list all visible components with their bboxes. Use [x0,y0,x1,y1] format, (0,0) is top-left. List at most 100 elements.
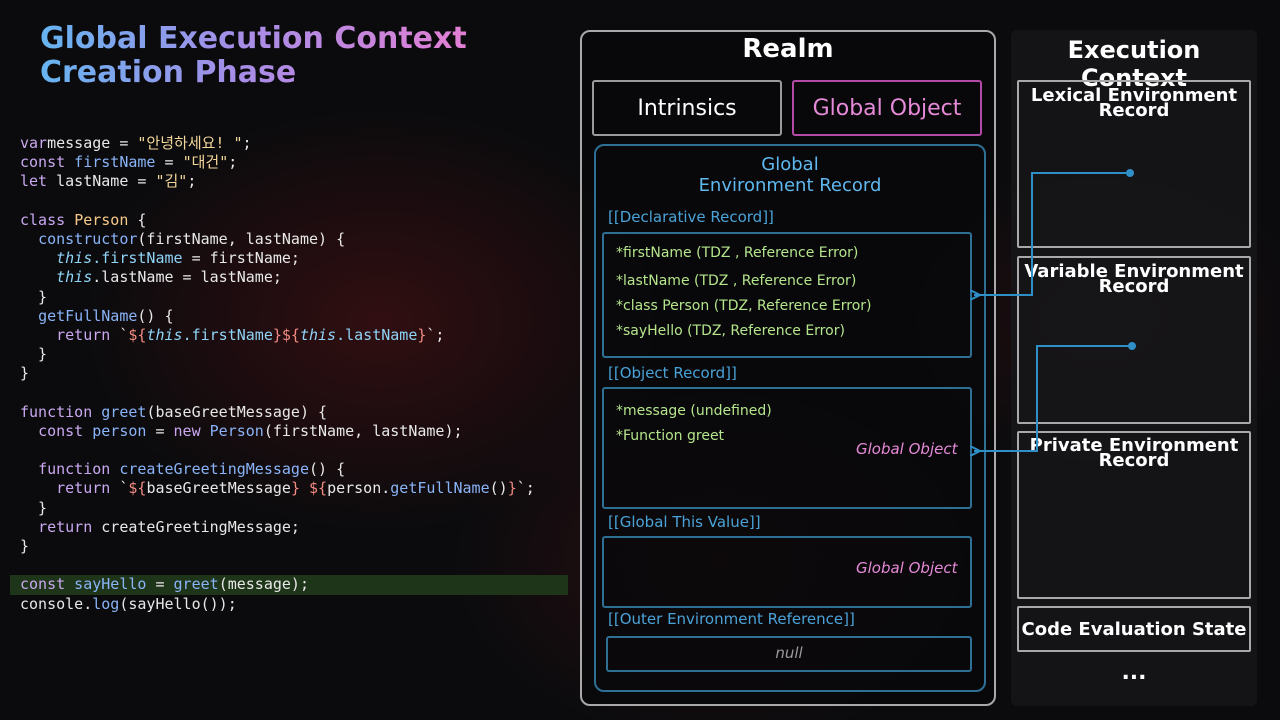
code-token: () { [309,460,346,479]
code-token: .lastName = lastName; [92,268,282,287]
declarative-record-label: [[Declarative Record]] [608,208,774,226]
code-token: new [173,421,201,440]
code-line: console.log(sayHello()); [20,595,568,614]
code-token: this [56,268,93,287]
outer-environment-null: null [775,644,803,662]
realm-title: Realm [742,34,834,64]
code-line: constructor(firstName, lastName) { [20,230,568,249]
code-token: (firstName, lastName) { [137,229,346,248]
code-token: } [20,364,30,383]
code-token: console. [20,594,93,613]
lexical-environment-label: Lexical Environment Record [1017,85,1251,121]
code-line: getFullName() { [20,307,568,326]
code-token: = [155,153,183,172]
code-token: getFullName [38,306,138,325]
code-token: this [299,325,337,344]
ger-title-line-2: Environment Record [698,175,882,196]
code-token: ${ [281,325,300,344]
code-token: = firstName; [182,249,300,268]
code-token: } [20,498,48,517]
code-token: createGreetingMessage [119,460,309,479]
code-token: ; [228,153,238,172]
outer-environment-reference-label: [[Outer Environment Reference]] [608,610,855,628]
execution-context-panel [1011,30,1257,706]
code-token: sayHello [65,575,147,594]
code-token: Person [74,210,129,229]
code-token: "김" [155,172,188,191]
code-token: } [417,325,427,344]
code-line: const person = new Person(firstName, las… [20,422,568,441]
code-token: "안녕하세요! " [137,134,243,152]
code-token: .firstName [92,249,183,268]
code-line: function greet(baseGreetMessage) { [20,403,568,422]
code-token: message = [47,134,138,152]
code-token: function [20,402,93,421]
intrinsics-box: Intrinsics [592,80,782,136]
lexical-environment-arrow [974,169,1134,295]
code-token: ; [187,172,197,191]
code-token: = [146,421,174,440]
object-record-global-object-ref: Global Object [856,440,958,458]
code-token: } [20,536,30,555]
code-line: varmessage = "안녕하세요! "; [20,134,568,153]
more-ellipsis: ... [1121,660,1147,685]
code-token: .lastName [336,325,418,344]
code-token: "대건" [182,153,229,172]
code-token: baseGreetMessage [146,479,291,498]
code-token: } [507,479,517,498]
declarative-entry: *lastName (TDZ , Reference Error) [616,273,857,289]
code-token: ${ [128,325,147,344]
code-token: lastName = [47,172,156,191]
execution-context-title: Execution Context [1067,36,1201,92]
code-token: (message); [218,575,309,594]
private-environment-label: Private Environment Record [1017,435,1251,471]
code-token: ${ [128,479,147,498]
lexical-environment-line-2: Record [1098,100,1170,121]
intrinsics-label: Intrinsics [637,95,737,121]
code-token: class [20,210,66,229]
global-this-value-label: [[Global This Value]] [608,513,761,531]
lexical-environment-arrow-line [974,172,1130,295]
object-record-label: [[Object Record]] [608,364,737,382]
variable-environment-line-1: Variable Environment [1024,261,1244,282]
private-environment-line-2: Record [1098,450,1170,471]
private-environment-box [1017,431,1251,599]
code-token: firstName [65,153,156,172]
code-token: const [38,421,84,440]
code-evaluation-state-box: Code Evaluation State [1017,606,1251,652]
code-token: `; [516,479,535,498]
code-line: return `${baseGreetMessage} ${person.get… [20,479,568,498]
code-token: constructor [38,229,138,248]
lexical-environment-line-1: Lexical Environment [1030,85,1238,106]
code-token: () { [137,306,174,325]
code-token: (sayHello()); [119,594,237,613]
code-token: ${ [309,479,328,498]
code-listing: varmessage = "안녕하세요! ";const firstName =… [10,134,568,614]
variable-environment-box [1017,256,1251,424]
variable-environment-arrow [974,342,1136,451]
private-environment-line-1: Private Environment [1029,435,1239,456]
code-token: var [20,134,48,152]
code-line: const firstName = "대건"; [20,153,568,172]
code-token: `; [426,325,445,344]
code-token: this [56,249,93,268]
code-line: return `${this.firstName}${this.lastName… [20,326,568,345]
code-token: log [92,594,120,613]
code-line: class Person { [20,211,568,230]
declarative-entry: *class Person (TDZ, Reference Error) [616,298,872,314]
code-token: this [146,325,183,344]
code-token: { [128,210,147,229]
code-token: ` [110,325,129,344]
global-this-value-box [602,536,972,608]
code-token: getFullName [390,479,490,498]
code-line: } [20,288,568,307]
code-token: function [38,460,111,479]
code-token: Person [209,421,264,440]
code-token: () [489,479,508,498]
code-token: } [272,325,282,344]
code-token: } [20,287,48,306]
code-line: this.firstName = firstName; [20,249,568,268]
code-line: return createGreetingMessage; [20,518,568,537]
code-token: = [146,575,174,594]
